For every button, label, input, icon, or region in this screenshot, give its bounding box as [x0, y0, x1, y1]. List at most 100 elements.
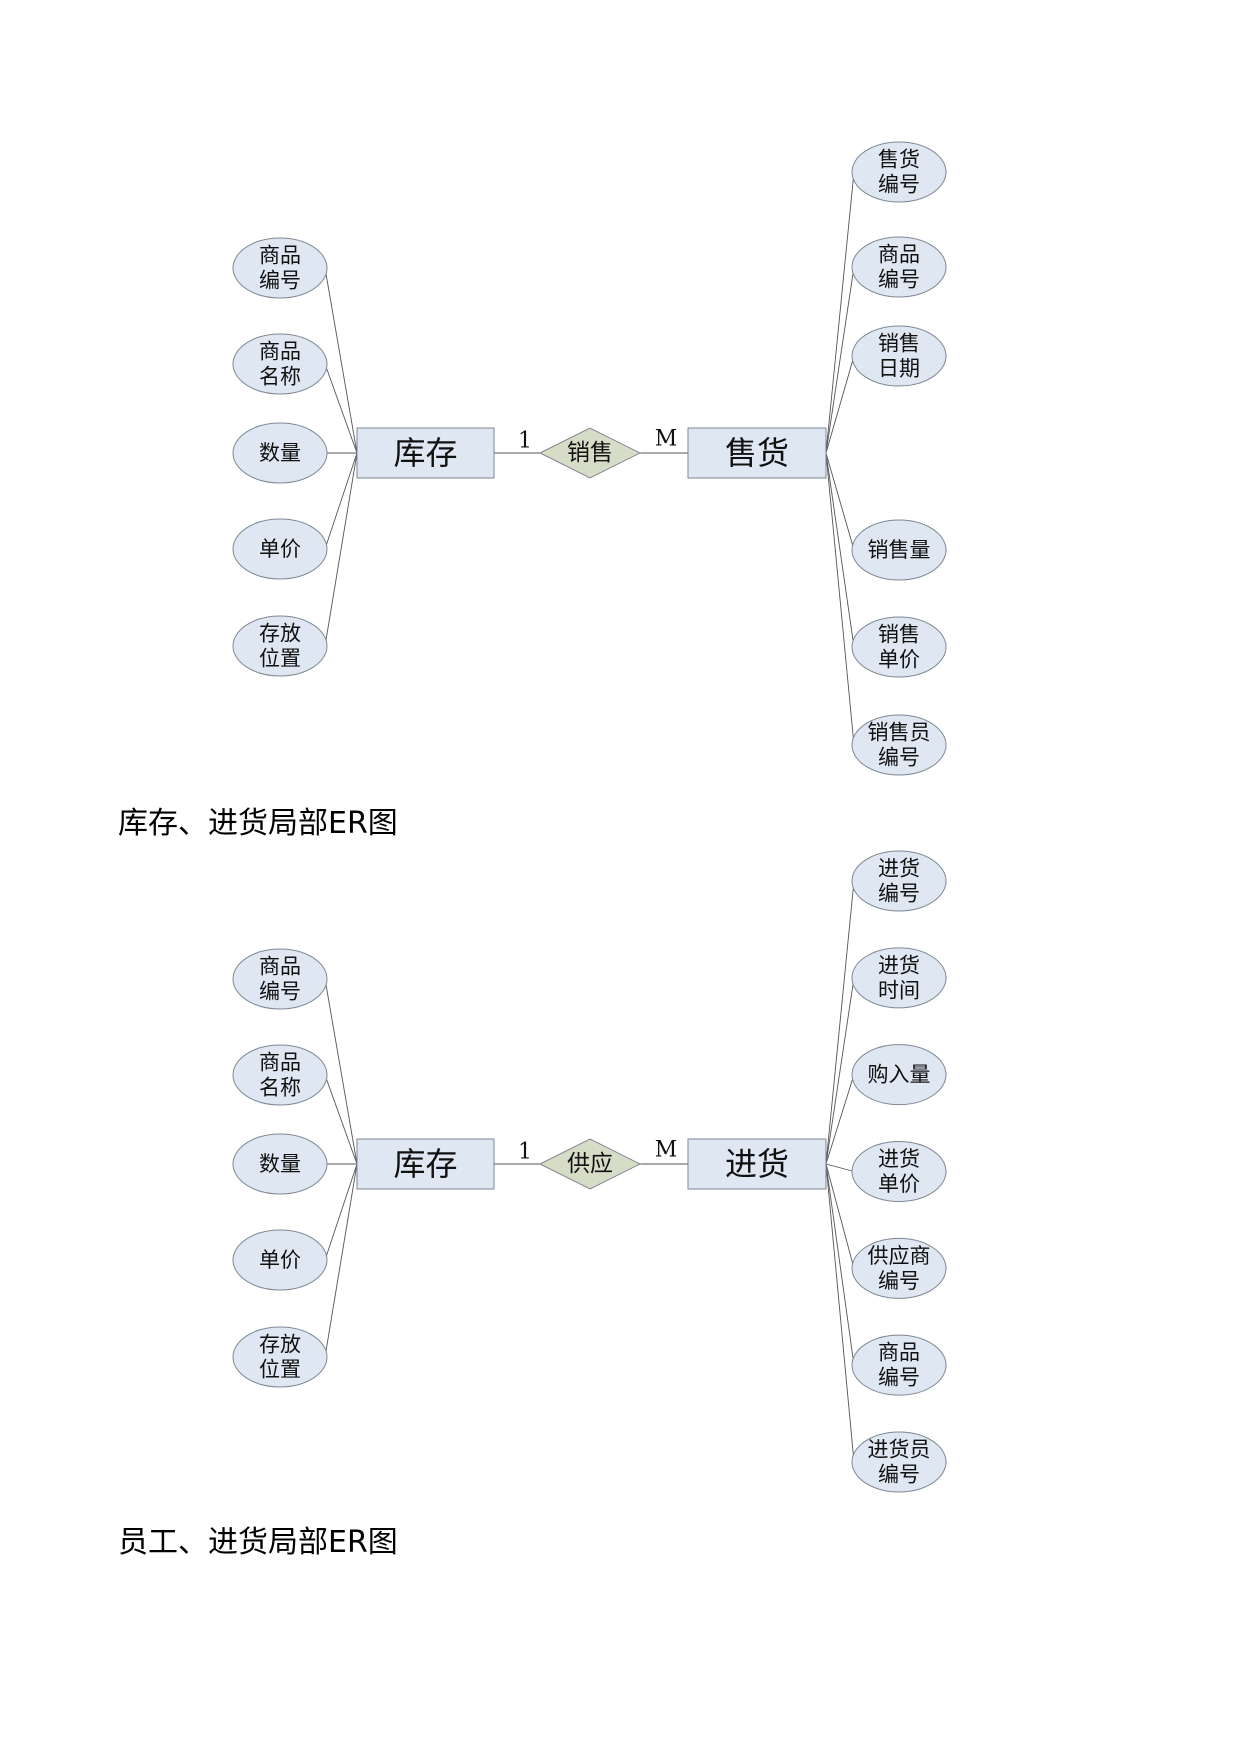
attribute-label: 商品	[878, 243, 920, 267]
edge-line	[324, 978, 358, 1165]
edge-line	[825, 1163, 855, 1366]
attribute-label: 数量	[259, 1152, 301, 1176]
attribute-label: 单价	[259, 537, 301, 561]
attribute-label: 进货	[878, 857, 920, 881]
attribute-label: 存放	[259, 1333, 301, 1357]
attribute-label: 存放	[259, 622, 301, 646]
attribute-label: 商品	[259, 1051, 301, 1075]
attribute-ellipse	[851, 616, 947, 678]
attribute-ellipse	[851, 236, 947, 298]
attribute-label: 编号	[878, 746, 920, 770]
entity-label-right: 进货	[725, 1145, 789, 1183]
attribute-label: 编号	[259, 980, 301, 1004]
attribute-label: 单价	[878, 648, 920, 672]
edge-line	[825, 977, 855, 1165]
attribute-ellipse	[851, 325, 947, 387]
attribute-label: 编号	[878, 1269, 920, 1293]
attribute-label: 销售	[878, 332, 920, 356]
attribute-ellipse	[851, 1044, 947, 1106]
attribute-label: 商品	[259, 955, 301, 979]
attribute-label: 编号	[878, 1366, 920, 1390]
entity-box-left	[356, 427, 495, 479]
entity-box-left	[356, 1138, 495, 1190]
edge-line	[825, 1163, 855, 1172]
attribute-ellipse	[851, 1141, 947, 1202]
relationship-diamond	[538, 1138, 642, 1190]
edge-line	[825, 1163, 855, 1269]
edge-line	[324, 1163, 358, 1261]
attribute-label: 商品	[259, 244, 301, 268]
attribute-label: 销售员	[868, 721, 931, 745]
entity-box-right	[687, 427, 827, 479]
edge-line	[825, 452, 855, 746]
attribute-label: 购入量	[868, 1063, 931, 1087]
relationship-diamond	[538, 427, 642, 479]
attribute-label: 单价	[878, 1172, 920, 1196]
attribute-label: 售货	[878, 148, 920, 172]
cardinality-left: 1	[518, 1140, 532, 1165]
attribute-ellipse	[851, 850, 947, 912]
cardinality-right: M	[655, 1138, 678, 1163]
attribute-ellipse	[232, 237, 328, 299]
edge-line	[825, 355, 855, 454]
edge-line	[324, 452, 358, 550]
attribute-ellipse	[851, 1237, 947, 1299]
attribute-ellipse	[232, 1229, 328, 1291]
attribute-label: 销售	[878, 623, 920, 647]
attribute-label: 供应商	[868, 1244, 931, 1268]
cardinality-right: M	[655, 427, 678, 452]
attribute-label: 进货	[878, 1147, 920, 1171]
attribute-label: 数量	[259, 441, 301, 465]
attribute-ellipse	[232, 518, 328, 580]
attribute-label: 进货员	[868, 1438, 931, 1462]
attribute-ellipse	[851, 947, 947, 1009]
attribute-label: 编号	[878, 268, 920, 292]
edge-line	[825, 1074, 855, 1165]
cardinality-left: 1	[518, 429, 532, 454]
attribute-label: 位置	[259, 1358, 301, 1382]
attribute-label: 名称	[259, 1076, 301, 1100]
relationship-label: 供应	[567, 1151, 613, 1177]
attribute-ellipse	[851, 1431, 947, 1493]
entity-label-right: 售货	[725, 434, 789, 472]
diagram-caption-1: 库存、进货局部ER图	[118, 806, 398, 841]
attribute-label: 进货	[878, 953, 920, 977]
edge-line	[825, 880, 855, 1165]
attribute-label: 编号	[878, 882, 920, 906]
attribute-ellipse	[232, 1326, 328, 1388]
edge-line	[324, 1074, 358, 1165]
attribute-ellipse	[851, 519, 947, 581]
edge-line	[324, 1163, 358, 1358]
edge-line	[324, 363, 358, 454]
relationship-label: 销售	[567, 440, 613, 466]
attribute-ellipse	[232, 1133, 328, 1195]
attribute-ellipse	[232, 333, 328, 395]
attribute-label: 位置	[259, 647, 301, 671]
attribute-label: 名称	[259, 365, 301, 389]
entity-box-right	[687, 1138, 827, 1190]
diagram-caption-2: 员工、进货局部ER图	[118, 1525, 398, 1560]
edge-line	[324, 452, 358, 647]
attribute-ellipse	[851, 1334, 947, 1396]
attribute-ellipse	[232, 948, 328, 1010]
attribute-label: 编号	[878, 1463, 920, 1487]
edge-line	[825, 266, 855, 454]
attribute-label: 商品	[259, 340, 301, 364]
attribute-ellipse	[232, 422, 328, 484]
attribute-label: 商品	[878, 1341, 920, 1365]
edge-line	[825, 452, 855, 648]
attribute-label: 日期	[878, 357, 920, 381]
edge-line	[825, 452, 855, 551]
attribute-ellipse	[232, 1044, 328, 1106]
attribute-label: 编号	[259, 269, 301, 293]
entity-label-left: 库存	[393, 1145, 457, 1183]
attribute-ellipse	[851, 714, 947, 776]
entity-label-left: 库存	[393, 434, 457, 472]
attribute-ellipse	[851, 141, 947, 203]
attribute-label: 单价	[259, 1248, 301, 1272]
edge-line	[825, 1163, 855, 1463]
attribute-label: 销售量	[868, 538, 931, 562]
attribute-ellipse	[232, 615, 328, 677]
attribute-label: 编号	[878, 173, 920, 197]
